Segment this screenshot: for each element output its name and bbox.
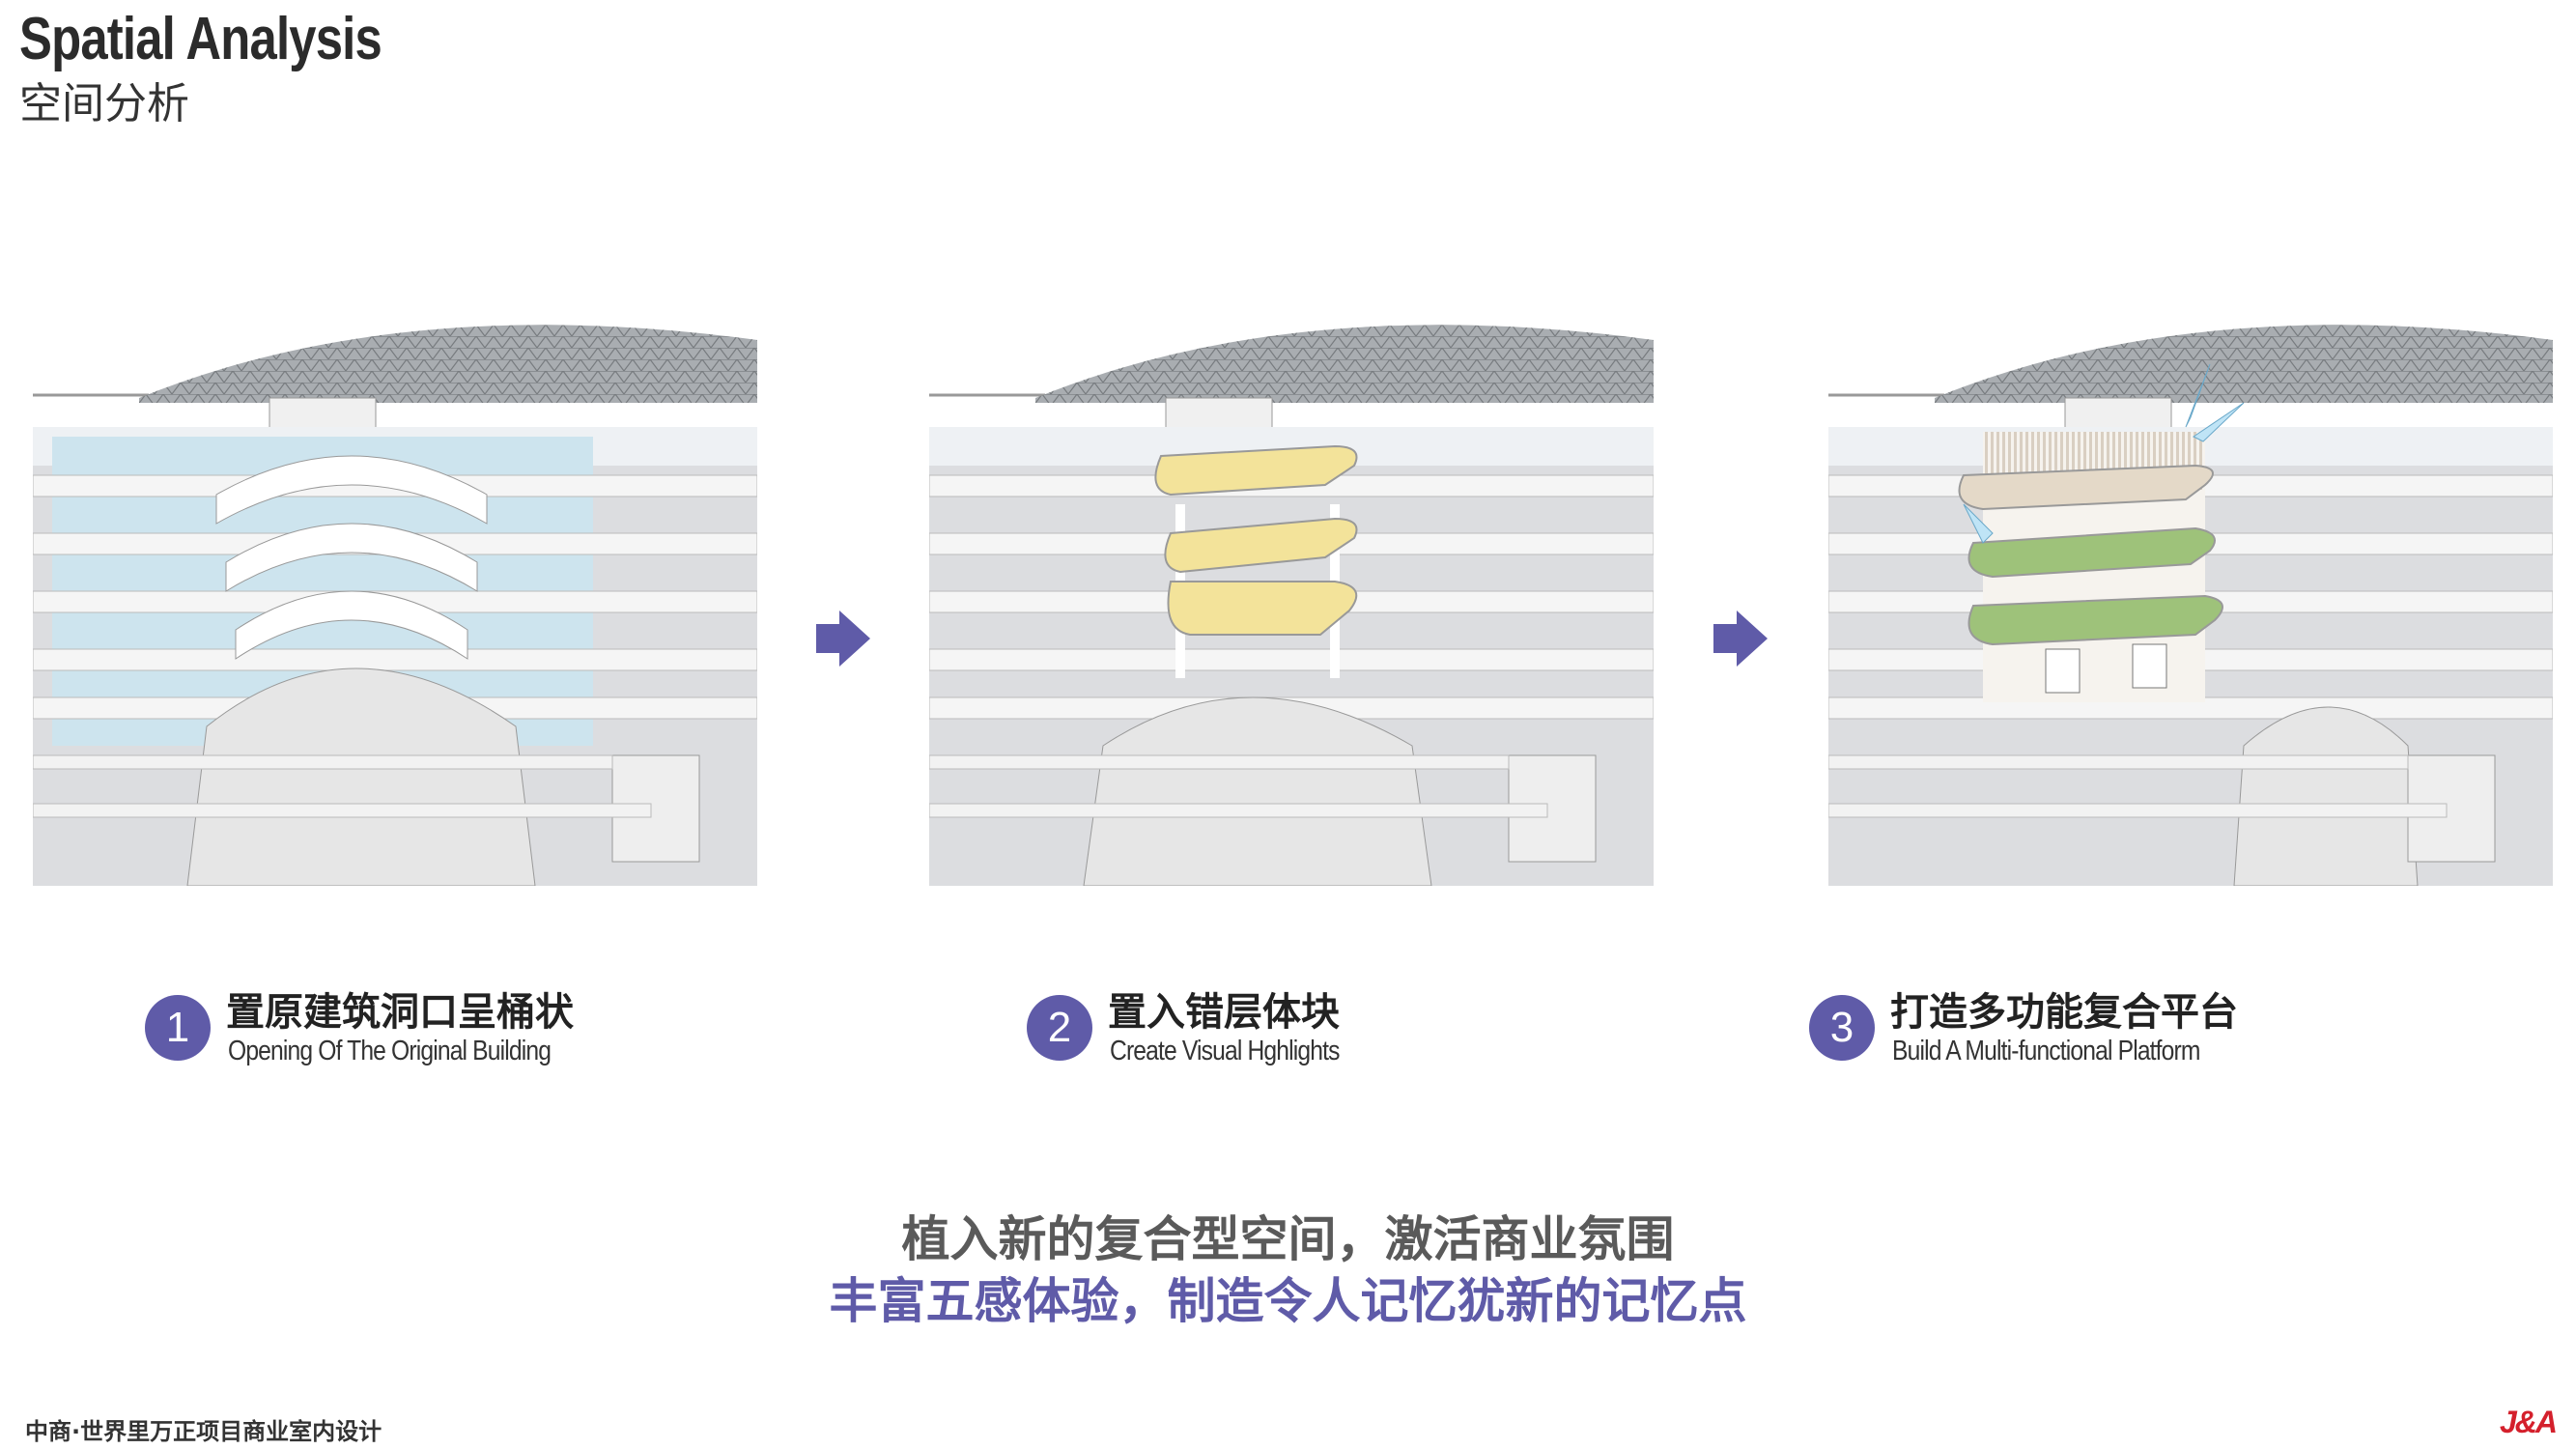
- step-title-zh: 置原建筑洞口呈桶状: [226, 990, 574, 1035]
- step-title-zh: 置入错层体块: [1108, 990, 1340, 1035]
- step-title-en: Build A Multi-functional Platform: [1892, 1036, 2200, 1066]
- step-number-badge: 2: [1027, 995, 1092, 1061]
- diagram-panel-3: [1828, 301, 2553, 886]
- slogan-line-1: 植入新的复合型空间，激活商业氛围: [901, 1211, 1675, 1267]
- slogan-line-2: 丰富五感体验，制造令人记忆犹新的记忆点: [829, 1273, 1747, 1329]
- right-arrow-icon: [816, 611, 870, 667]
- page-title-en: Spatial Analysis: [19, 6, 382, 72]
- step-number-badge: 1: [145, 995, 211, 1061]
- step-title-en: Create Visual Hghlights: [1110, 1036, 1340, 1066]
- diagram-panel-1: [33, 301, 757, 886]
- step-number-badge: 3: [1809, 995, 1875, 1061]
- step-title-zh: 打造多功能复合平台: [1890, 990, 2238, 1035]
- company-logo: J&A: [2500, 1405, 2558, 1439]
- page-title-zh: 空间分析: [19, 79, 189, 128]
- diagram-panel-2: [929, 301, 1654, 886]
- footer-project-name: 中商·世界里万正项目商业室内设计: [25, 1418, 382, 1445]
- right-arrow-icon: [1713, 611, 1768, 667]
- step-title-en: Opening Of The Original Building: [228, 1036, 552, 1066]
